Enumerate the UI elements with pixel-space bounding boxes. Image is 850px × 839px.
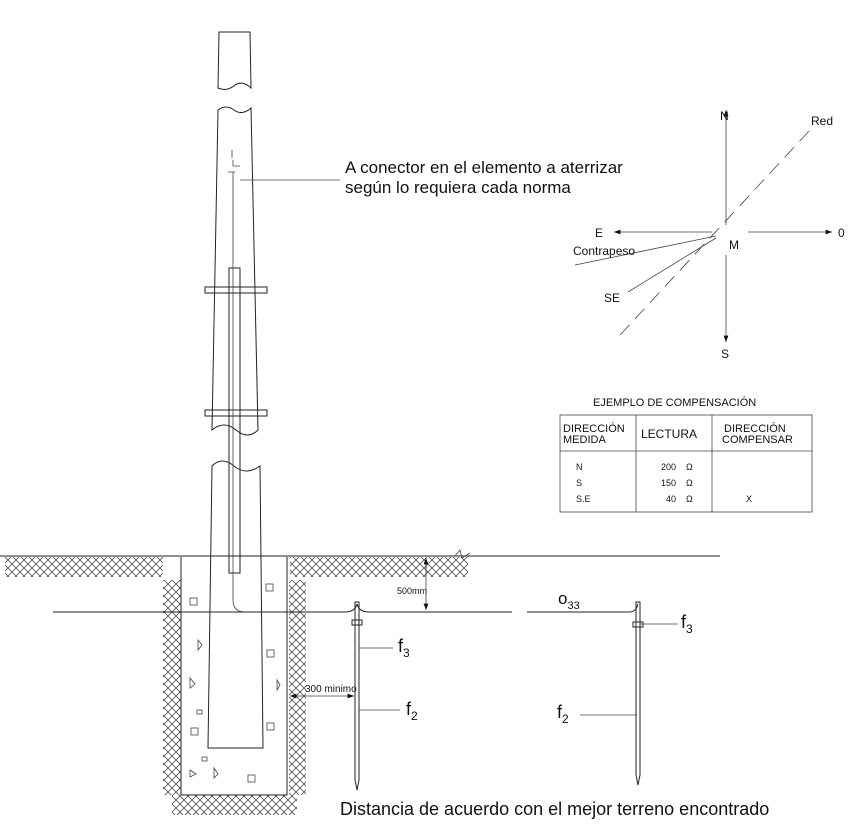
f2-left-label: f2 [406, 699, 418, 723]
pit [180, 557, 288, 796]
min-distance-label: 300 minimo [305, 684, 357, 695]
bottom-caption: Distancia de acuerdo con el mejor terren… [340, 799, 769, 819]
connector-note-1: A conector en el elemento a aterrizar [345, 158, 623, 177]
southeast-line [627, 237, 717, 293]
red-direction-line [619, 129, 811, 336]
ground-rod-sleeve [228, 267, 241, 574]
table-row: N 200 Ω [576, 462, 693, 472]
svg-text:40: 40 [666, 494, 676, 504]
compass: N S E 0 M Red Contrapeso SE [573, 109, 845, 361]
electrode-right [580, 601, 678, 786]
svg-text:Ω: Ω [686, 478, 693, 488]
f2-right-label: f2 [557, 702, 569, 726]
counterweight-line [574, 235, 717, 266]
header-direction-1: DIRECCIÓN [563, 422, 625, 435]
compass-southeast: SE [604, 291, 620, 305]
table-row: S 150 Ω [576, 478, 693, 488]
compass-center: M [729, 238, 739, 252]
table-title: EJEMPLO DE COMPENSACIÓN [593, 396, 756, 409]
header-direction-2: MEDIDA [563, 434, 606, 446]
header-reading: LECTURA [641, 427, 697, 441]
svg-text:Ω: Ω [686, 462, 693, 472]
header-compensate-2: COMPENSAR [722, 434, 793, 446]
compass-zero: 0 [838, 226, 845, 240]
pole [204, 31, 340, 749]
svg-text:Ω: Ω [686, 494, 693, 504]
table-row: S.E 40 Ω X [576, 494, 752, 504]
connector-note-2: según lo requiera cada norma [345, 178, 571, 197]
compass-east: E [595, 226, 603, 240]
compass-counterweight: Contrapeso [573, 244, 635, 258]
header-compensate-1: DIRECCIÓN [724, 422, 786, 435]
compass-north: N [720, 109, 729, 123]
f3-left-label: f3 [398, 636, 410, 660]
wire-label: o33 [558, 589, 580, 612]
svg-text:N: N [576, 462, 583, 472]
svg-text:150: 150 [661, 478, 676, 488]
svg-text:S: S [576, 478, 582, 488]
ground [0, 549, 720, 815]
compensation-table: EJEMPLO DE COMPENSACIÓN DIRECCIÓN MEDIDA… [559, 396, 813, 513]
electrode-left [351, 601, 400, 791]
upper-clamp [204, 286, 268, 294]
svg-text:200: 200 [661, 462, 676, 472]
f3-right-label: f3 [681, 612, 693, 636]
svg-text:S.E: S.E [576, 494, 591, 504]
counterweight-wire [53, 603, 639, 613]
depth-label: 500mm [397, 586, 427, 596]
compass-red: Red [811, 114, 833, 128]
svg-text:X: X [746, 494, 752, 504]
lower-clamp [204, 409, 268, 417]
compass-south: S [721, 347, 729, 361]
